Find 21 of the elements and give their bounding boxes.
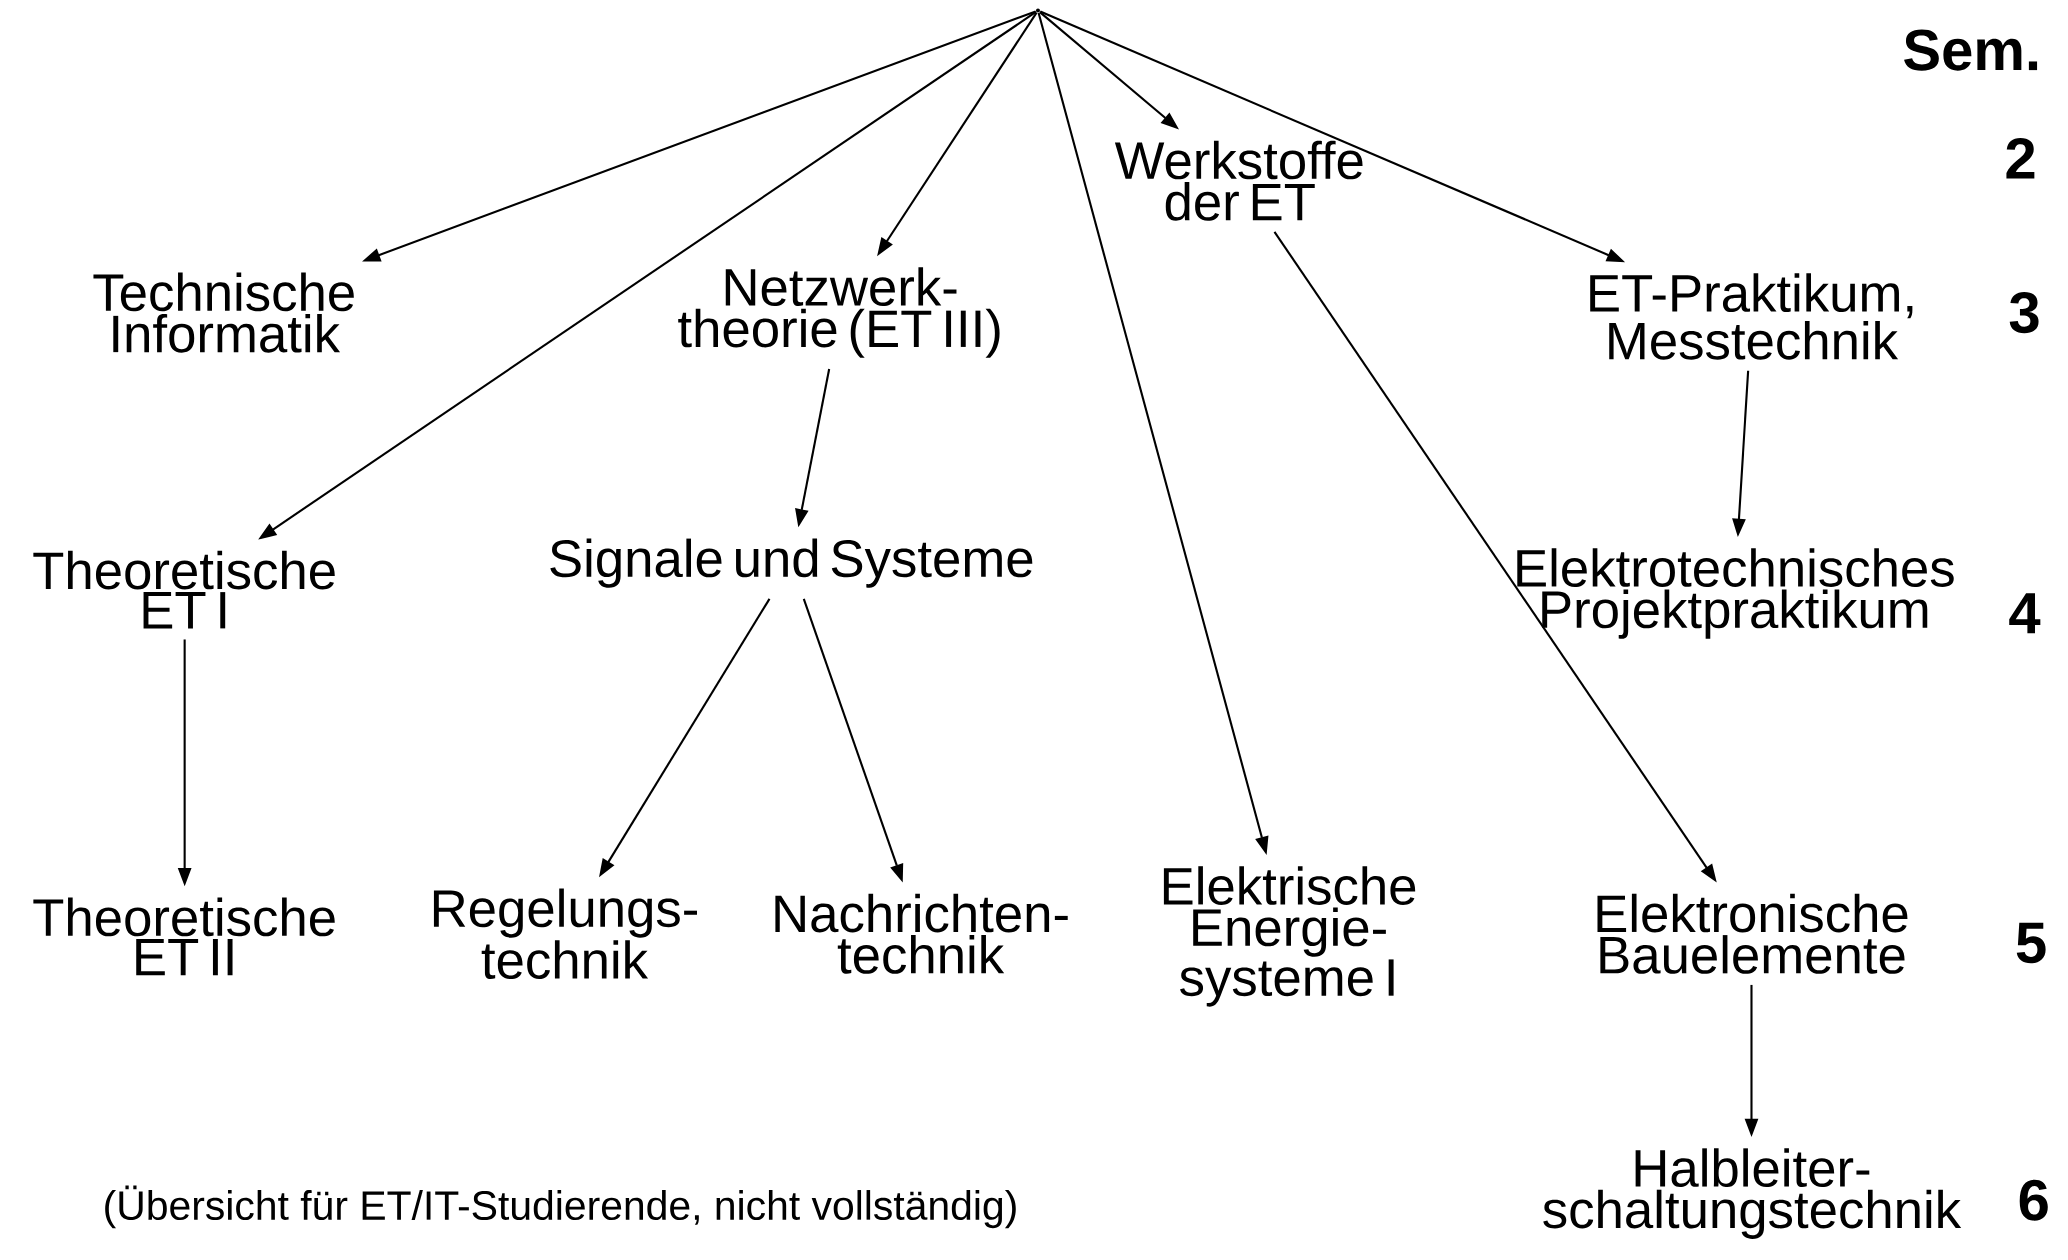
semester-number: 4 (2009, 593, 2041, 634)
column-heading: Sem. (1904, 29, 2038, 71)
course-label: Netzwerk- theorie (ET III) (678, 267, 1000, 359)
course-label: Halbleiter- schaltungstechnik (1543, 1148, 1962, 1240)
semester-number: 3 (2009, 292, 2039, 334)
course-label: Elektronische Bauelemente (1597, 893, 1908, 975)
course-label: Theoretische ET II (33, 897, 335, 976)
course-label: Werkstoffe der ET (1114, 140, 1363, 221)
course-label: ET-Praktikum, Messtechnik (1590, 273, 1913, 360)
course-label: Signale und Systeme (550, 538, 1033, 588)
course-label: Nachrichten- technik (775, 893, 1068, 975)
course-label: Theoretische ET I (33, 550, 335, 629)
caption: (Übersicht für ET/IT-Studierende, nicht vollständig) (105, 1185, 1016, 1229)
course-label: Technische Informatik (93, 272, 354, 353)
semester-number: 5 (2016, 923, 2046, 964)
semester-number: 2 (2006, 138, 2035, 179)
semester-number: 6 (2019, 1179, 2048, 1221)
course-label: Elektrische Energie- systeme I (1163, 866, 1416, 1007)
branch-point (1036, 8, 1040, 13)
course-label: Elektrotechnisches Projektpraktikum (1517, 548, 1954, 640)
course-label: Regelungs- technik (433, 888, 697, 980)
